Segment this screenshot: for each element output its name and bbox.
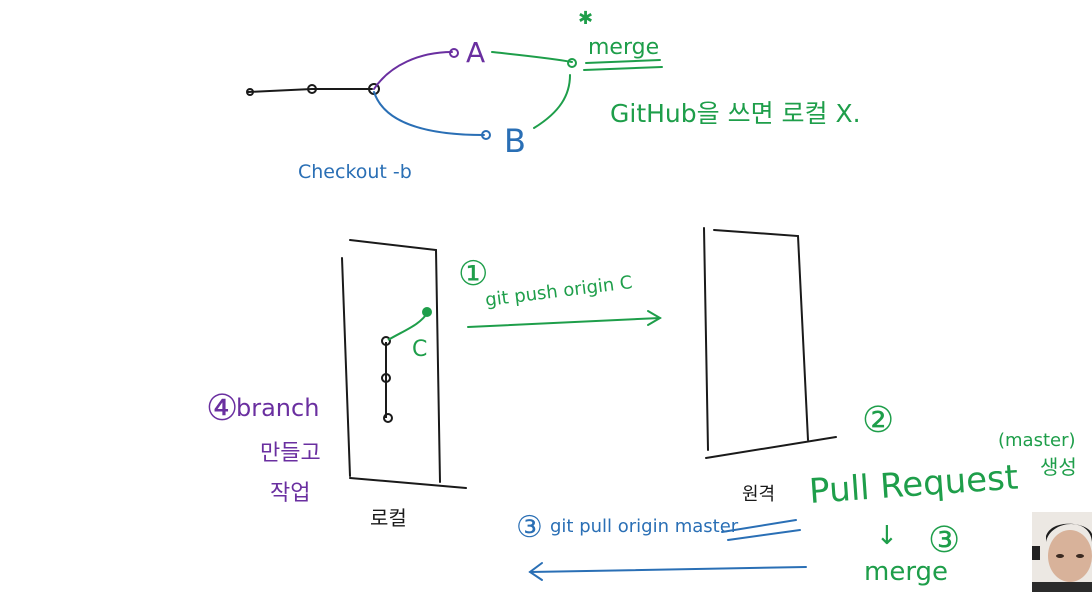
branch-b-line [373,91,485,136]
branch-a-line [373,51,453,90]
presenter-avatar-icon [1032,512,1092,592]
push-command: git push origin C [484,272,634,311]
work-note: 작업 [270,481,310,506]
branch-b-label: B [504,122,526,160]
pull-request-label: Pull Request [808,457,1020,512]
merge-star-icon: ✱ [578,8,593,29]
step3-label: ③ [516,510,543,545]
push-arrow [467,310,662,328]
github-note: GitHub을 쓰면 로컬 X. [610,99,861,128]
commit-c-node [422,307,432,317]
local-label: 로컬 [370,506,407,530]
step4-label: ④ [206,388,238,429]
remote-label: 원격 [742,484,775,505]
step1-label: ① [458,254,488,294]
make-note: 만들고 [260,441,321,466]
commit-node [381,336,391,346]
commit-node [381,373,391,383]
branch-b-node [481,130,491,140]
pull-command: git pull origin master [550,516,739,537]
merge-word: merge [864,557,948,587]
local-repo-box [341,239,467,489]
checkout-label: Checkout -b [298,161,412,183]
branch-graph [246,48,663,140]
pull-arrow [528,562,807,581]
commit-node [246,88,254,96]
merge-node [567,58,577,68]
step3-merge-label: ③ [928,520,960,561]
merge-line-b [533,74,571,129]
commit-node [383,413,393,423]
branch-a-label: A [466,36,485,69]
commit-node [307,84,317,94]
branch-a-node [449,48,459,58]
merge-underline [583,59,663,71]
local-commit-chain [381,307,432,423]
main-line [247,88,373,93]
branch-word: branch [236,394,319,422]
merge-line-a [491,51,573,63]
commit-c-label: C [412,337,427,362]
pull-underline [721,519,801,541]
presenter-webcam [1032,512,1092,592]
down-arrow-icon: ↓ [876,521,898,551]
merge-label: merge [588,35,659,60]
master-note: (master) [998,430,1076,451]
create-note: 생성 [1040,455,1077,479]
remote-repo-box [703,227,837,459]
step2-label: ② [862,400,894,441]
